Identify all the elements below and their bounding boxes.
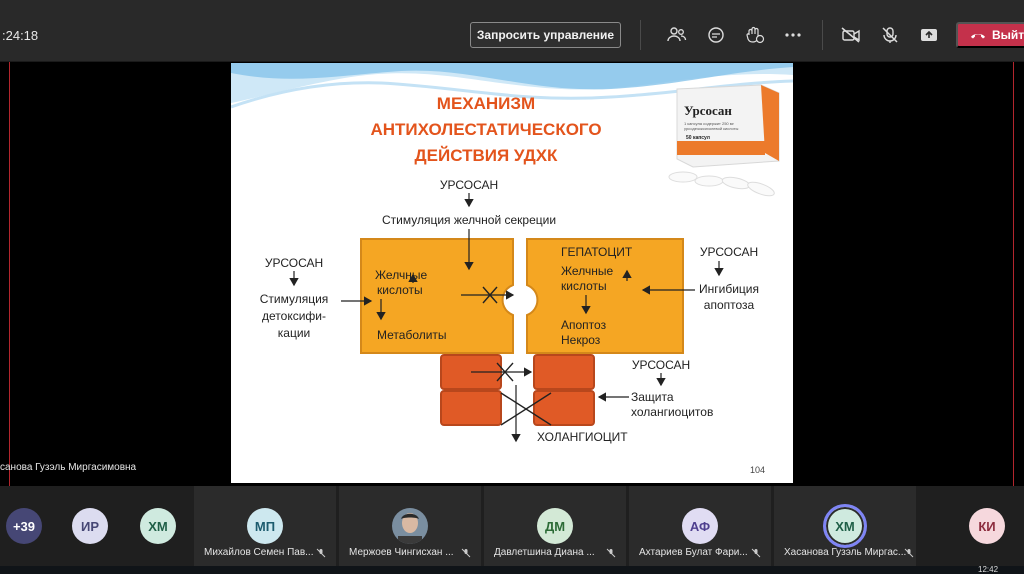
label-apoptosis-inhibition-1: Ингибиция <box>699 282 759 296</box>
os-taskbar <box>0 566 1024 574</box>
reactions-icon[interactable] <box>744 24 766 46</box>
meeting-toolbar: :24:18 Запросить управление Выйти <box>0 0 1024 62</box>
people-icon[interactable] <box>666 24 688 46</box>
cholangiocyte-brick <box>533 390 595 426</box>
cholangiocyte-brick <box>440 390 502 426</box>
block-cross <box>482 286 498 304</box>
presenter-name-label: санова Гузэль Миргасимовна <box>0 462 137 473</box>
leave-label: Выйти <box>992 28 1024 42</box>
label-apoptosis-2: Некроз <box>561 333 601 347</box>
participant-name: Ахтариев Булат Фари... <box>639 547 748 558</box>
product-name: Урсосан <box>684 103 732 118</box>
hang-up-icon <box>971 34 985 39</box>
product-count: 50 капсул <box>686 135 710 141</box>
label-ursosan-top: УРСОСАН <box>440 178 498 192</box>
label-protection-1: Защита <box>631 390 674 404</box>
participant-name: Михайлов Семен Пав... <box>204 547 314 558</box>
hepatocyte-cell <box>526 238 684 354</box>
label-detox-1: Стимуляция <box>260 292 329 306</box>
mic-off-icon <box>751 548 761 558</box>
avatar-photo <box>392 508 428 544</box>
label-apoptosis-inhibition-2: апоптоза <box>704 298 755 312</box>
mic-off-icon <box>461 548 471 558</box>
toolbar-divider <box>822 20 823 50</box>
chat-icon[interactable] <box>705 24 727 46</box>
block-cross <box>496 362 514 382</box>
taskbar-clock: 12:42 <box>978 565 999 574</box>
more-options-icon[interactable] <box>782 24 804 46</box>
participant-name: Мержоев Чингисхан ... <box>349 547 454 558</box>
mic-off-icon <box>316 548 326 558</box>
share-screen-icon[interactable] <box>918 24 940 46</box>
participant-tile[interactable]: МП Михайлов Семен Пав... <box>194 486 336 566</box>
avatar: ИР <box>72 508 108 544</box>
participant-tile[interactable]: КИ <box>940 486 1024 566</box>
presentation-slide: МЕХАНИЗМ АНТИХОЛЕСТАТИЧЕСКОГО ДЕЙСТВИЯ У… <box>231 63 793 483</box>
meeting-timer: :24:18 <box>2 28 39 43</box>
toolbar-divider <box>640 20 641 50</box>
slide-title-line2: АНТИХОЛЕСТАТИЧЕСКОГО <box>370 120 601 139</box>
participant-tile-overflow[interactable]: +39 <box>0 486 48 566</box>
participant-tile[interactable]: ИР <box>62 486 118 566</box>
avatar: ДМ <box>537 508 573 544</box>
participant-name: Хасанова Гузэль Миргас... <box>784 547 907 558</box>
label-bile-secretion: Стимуляция желчной секреции <box>382 213 556 227</box>
product-sub2: урсодезоксихолевой кислоты <box>684 126 739 131</box>
liver-cell-left <box>360 238 514 354</box>
cholangiocyte-brick <box>533 354 595 390</box>
label-metabolites: Метаболиты <box>377 328 447 342</box>
label-protection-2: холангиоцитов <box>631 405 713 419</box>
slide-diagram: МЕХАНИЗМ АНТИХОЛЕСТАТИЧЕСКОГО ДЕЙСТВИЯ У… <box>231 63 793 475</box>
participant-name: Давлетшина Диана ... <box>494 547 595 558</box>
header-wave-dark <box>231 63 793 90</box>
label-bile-acids-left-1: Желчные <box>375 268 427 282</box>
participant-tile-speaking[interactable]: ХМ Хасанова Гузэль Миргас... <box>774 486 916 566</box>
slide-page-number: 104 <box>750 465 765 475</box>
label-hepatocyte: ГЕПАТОЦИТ <box>561 245 633 259</box>
label-bile-acids-left-2: кислоты <box>377 283 423 297</box>
participant-tile[interactable]: ХМ <box>126 486 190 566</box>
mic-off-icon <box>606 548 616 558</box>
avatar: ХМ <box>140 508 176 544</box>
avatar[interactable]: +39 <box>6 508 42 544</box>
mic-off-icon[interactable] <box>879 24 901 46</box>
participant-tile[interactable]: АФ Ахтариев Булат Фари... <box>629 486 771 566</box>
product-box-image: Урсосан 1 капсула содержит 250 мг урсоде… <box>668 84 780 197</box>
label-bile-acids-right-2: кислоты <box>561 279 607 293</box>
participants-strip: +39 ИР ХМ МП Михайлов Семен Пав... Мержо… <box>0 486 1024 566</box>
label-ursosan-right: УРСОСАН <box>700 245 758 259</box>
label-cholangiocyte: ХОЛАНГИОЦИТ <box>537 430 628 444</box>
leave-button[interactable]: Выйти <box>956 22 1024 48</box>
avatar: МП <box>247 508 283 544</box>
camera-off-icon[interactable] <box>840 24 862 46</box>
label-apoptosis-1: Апоптоз <box>561 318 607 332</box>
avatar: ХМ <box>823 504 867 548</box>
label-bile-acids-right-1: Желчные <box>561 264 613 278</box>
stage-border-left <box>9 62 10 486</box>
label-ursosan-bottom: УРСОСАН <box>632 358 690 372</box>
slide-title-line3: ДЕЙСТВИЯ УДХК <box>415 146 559 165</box>
block-cross <box>500 392 552 426</box>
participant-tile[interactable]: ДМ Давлетшина Диана ... <box>484 486 626 566</box>
label-ursosan-left: УРСОСАН <box>265 256 323 270</box>
label-detox-3: кации <box>278 326 310 340</box>
avatar: КИ <box>969 508 1005 544</box>
request-control-button[interactable]: Запросить управление <box>470 22 621 48</box>
label-detox-2: детоксифи- <box>262 309 326 323</box>
slide-title-line1: МЕХАНИЗМ <box>437 94 535 113</box>
product-sub1: 1 капсула содержит 250 мг <box>684 121 735 126</box>
stage-border-right <box>1013 62 1014 486</box>
mic-off-icon <box>904 548 914 558</box>
participant-tile[interactable]: Мержоев Чингисхан ... <box>339 486 481 566</box>
avatar: АФ <box>682 508 718 544</box>
